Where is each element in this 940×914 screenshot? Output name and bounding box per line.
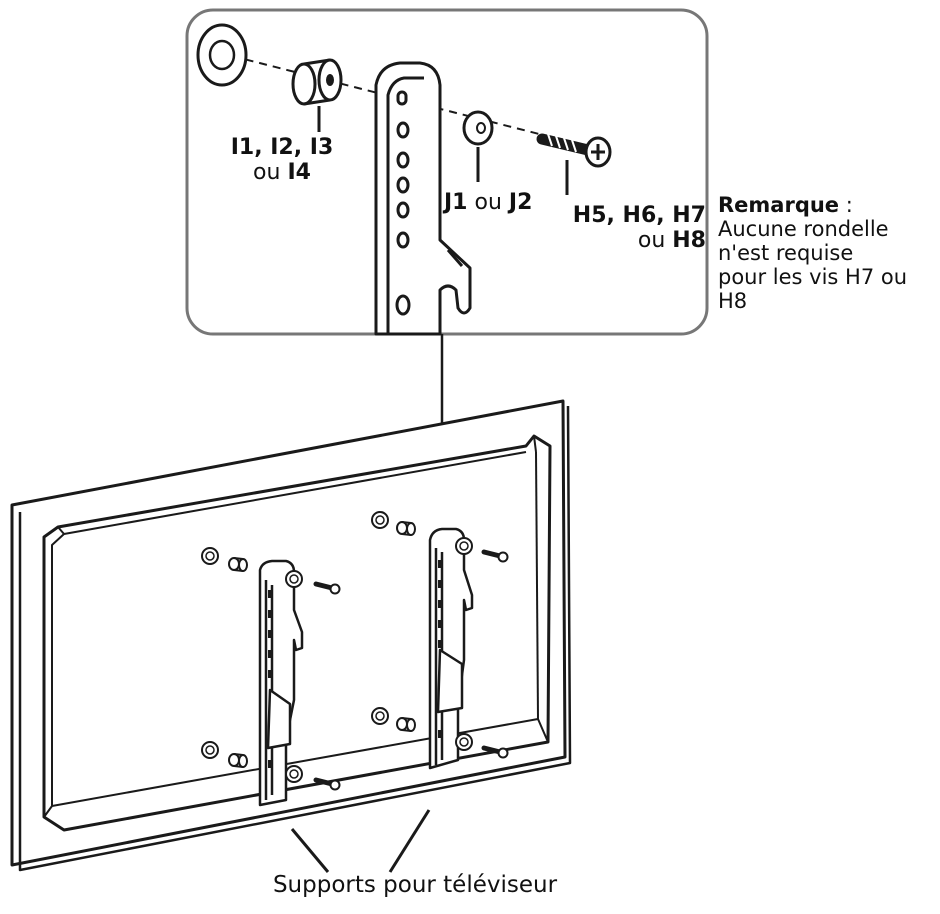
screw-label-ou: ou (637, 228, 666, 253)
bracket-icon (374, 61, 472, 336)
tv-brackets-caption: Supports pour téléviseur (272, 872, 558, 898)
washer-label-first: J1 (444, 190, 468, 215)
note-line-4: H8 (718, 289, 748, 313)
washer-icon (462, 110, 494, 146)
note-block: Remarque : Aucune rondelle n'est requise… (718, 193, 907, 313)
leader-lines (317, 106, 569, 195)
screw-icon (536, 133, 612, 168)
screw-label-last: H8 (672, 228, 706, 253)
tv-bracket-left (258, 559, 304, 807)
spacer-icon (291, 58, 343, 106)
caption-leader-right (388, 809, 431, 873)
note-line-1: Aucune rondelle (718, 217, 889, 241)
note-title: Remarque (718, 193, 840, 217)
screw-label: H5, H6, H7 ou H8 (556, 203, 706, 253)
tv-bracket-right (428, 527, 474, 770)
washer-label: J1 ou J2 (444, 190, 532, 215)
spacer-label-ou: ou (253, 160, 281, 185)
washer-label-last: J2 (508, 190, 533, 215)
note-line-3: pour les vis H7 ou (718, 265, 908, 289)
spacer-label-parts: I1, I2, I3 (230, 135, 334, 160)
spacer-label-last: I4 (287, 160, 311, 185)
note-line-2: n'est requise (718, 241, 854, 265)
screw-label-rest: , H6, H7 (606, 203, 706, 228)
spacer-label: I1, I2, I3 ou I4 (222, 135, 342, 185)
washer-label-ou: ou (474, 190, 502, 215)
caption-leader-left (290, 828, 330, 873)
tv-insert-icon (196, 23, 248, 87)
note-colon: : (839, 193, 853, 217)
screw-label-first: H5 (572, 203, 607, 228)
